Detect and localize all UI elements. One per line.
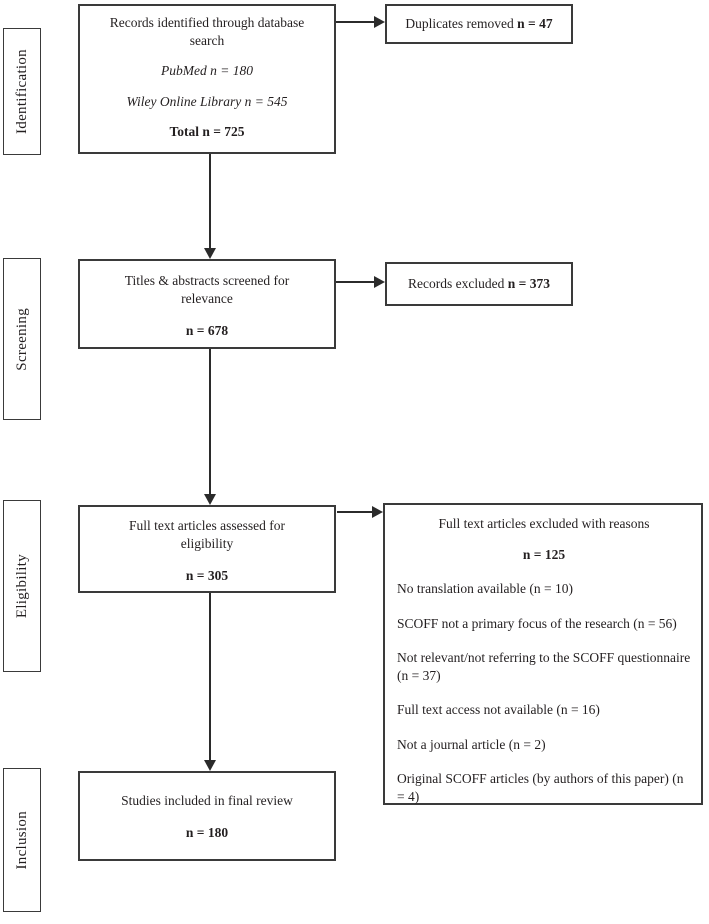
records-identified-text: Records identified through database sear… (109, 15, 305, 48)
box-records-identified: Records identified through database sear… (78, 4, 336, 154)
box-fulltext-excluded: Full text articles excluded with reasons… (383, 503, 703, 805)
arrow-line (209, 154, 211, 249)
fulltext-assessed-count: n = 305 (185, 568, 229, 584)
box-titles-screened: Titles & abstracts screened for relevanc… (78, 259, 336, 349)
studies-included-text: Studies included in final review (121, 793, 293, 808)
fulltext-excluded-count: n = 125 (522, 546, 566, 562)
studies-included-count: n = 180 (185, 824, 229, 840)
arrow-line (209, 349, 211, 495)
exclusion-reason: No translation available (n = 10) (397, 581, 573, 597)
exclusion-reason: Full text access not available (n = 16) (397, 702, 600, 718)
arrow-line (337, 511, 373, 513)
arrow-head-down-icon (204, 760, 216, 771)
arrow-line (209, 593, 211, 760)
exclusion-reason: Not a journal article (n = 2) (397, 736, 546, 752)
arrow-head-right-icon (374, 276, 385, 288)
stage-box-identification: Identification (3, 28, 41, 155)
titles-screened-count: n = 678 (185, 323, 229, 339)
duplicates-removed-label: Duplicates removed (405, 16, 514, 32)
records-excluded-count: n = 373 (507, 276, 550, 292)
box-duplicates-removed: Duplicates removed n = 47 (385, 4, 573, 44)
exclusion-reason: SCOFF not a primary focus of the researc… (397, 615, 677, 631)
exclusion-reason: Not relevant/not referring to the SCOFF … (397, 650, 691, 683)
titles-screened-text: Titles & abstracts screened for relevanc… (124, 273, 290, 306)
exclusion-reason: Original SCOFF articles (by authors of t… (397, 771, 684, 804)
records-excluded-label: Records excluded (408, 276, 505, 292)
stage-box-eligibility: Eligibility (3, 500, 41, 672)
box-studies-included: Studies included in final review n = 180 (78, 771, 336, 861)
duplicates-removed-count: n = 47 (517, 16, 553, 32)
fulltext-assessed-text: Full text articles assessed for eligibil… (129, 518, 285, 551)
records-identified-wiley: Wiley Online Library n = 545 (126, 93, 288, 109)
fulltext-excluded-title: Full text articles excluded with reasons (438, 516, 650, 531)
records-identified-total: Total n = 725 (169, 124, 245, 140)
box-fulltext-assessed: Full text articles assessed for eligibil… (78, 505, 336, 593)
records-identified-pubmed: PubMed n = 180 (161, 63, 253, 79)
stage-label-screening: Screening (13, 307, 30, 371)
box-records-excluded: Records excluded n = 373 (385, 262, 573, 306)
stage-label-identification: Identification (13, 48, 30, 134)
arrow-line (336, 21, 374, 23)
arrow-line (336, 281, 374, 283)
arrow-head-down-icon (204, 494, 216, 505)
arrow-head-right-icon (372, 506, 383, 518)
stage-box-screening: Screening (3, 258, 41, 420)
stage-box-inclusion: Inclusion (3, 768, 41, 912)
stage-label-inclusion: Inclusion (13, 810, 30, 870)
stage-label-eligibility: Eligibility (13, 553, 30, 619)
arrow-head-down-icon (204, 248, 216, 259)
arrow-head-right-icon (374, 16, 385, 28)
